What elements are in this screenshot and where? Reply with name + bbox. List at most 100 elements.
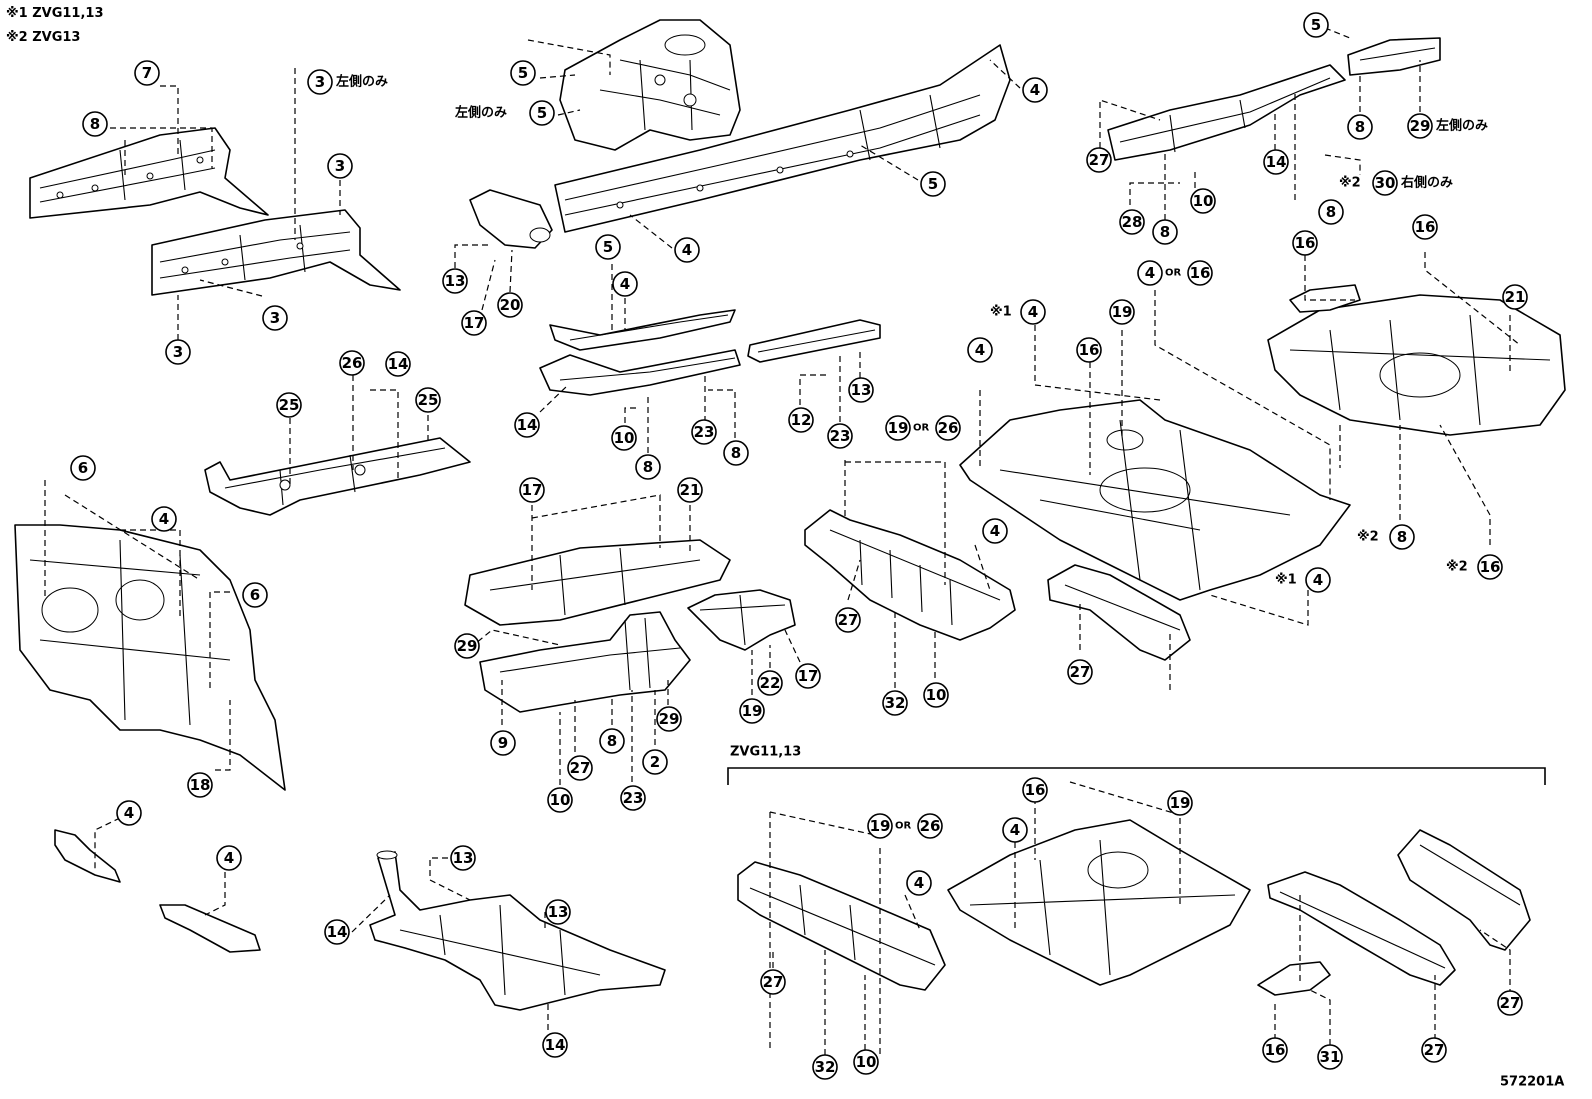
dash-panel-brace-right[interactable] xyxy=(159,904,261,953)
callout-number: 16 xyxy=(1415,218,1436,236)
callout-3: 3 xyxy=(262,305,288,331)
callout-number: 8 xyxy=(643,458,653,476)
front-crossmember-bracket[interactable] xyxy=(469,189,553,249)
callout-number: 3 xyxy=(315,73,325,91)
callout-16: 16 xyxy=(1292,230,1318,256)
callout-20: 20 xyxy=(497,292,523,318)
note-mark-1: ※1 xyxy=(990,305,1012,320)
callout-8: 8 xyxy=(599,728,625,754)
callout-29: 29 xyxy=(1407,113,1433,139)
callout-number: 25 xyxy=(279,396,300,414)
dash-panel-brace-left[interactable] xyxy=(54,829,121,883)
callout-number: 4 xyxy=(682,241,692,259)
callout-13: 13 xyxy=(848,377,874,403)
callout-5: 5 xyxy=(595,234,621,260)
note-or: OR xyxy=(895,821,912,832)
callout-number: 4 xyxy=(975,341,985,359)
callout-number: 16 xyxy=(1079,341,1100,359)
callout-14: 14 xyxy=(542,1032,568,1058)
dash-panel[interactable] xyxy=(14,524,286,791)
callout-number: 17 xyxy=(522,481,543,499)
callout-number: 4 xyxy=(124,804,134,822)
callout-23: 23 xyxy=(691,419,717,445)
callout-number: 27 xyxy=(1424,1041,1445,1059)
front-suspension-tower[interactable] xyxy=(559,19,741,151)
inset-rear-floor-crossmember[interactable] xyxy=(737,861,946,991)
callout-19: 19 xyxy=(1167,790,1193,816)
callout-14: 14 xyxy=(385,351,411,377)
front-apron-upper-member[interactable] xyxy=(29,127,269,219)
callout-8: 8 xyxy=(1347,114,1373,140)
callout-number: 23 xyxy=(830,427,851,445)
rear-floor-side-member[interactable] xyxy=(687,589,796,651)
note-mark-2: ※2 xyxy=(1446,560,1468,575)
callout-number: 13 xyxy=(851,381,872,399)
callout-number: 8 xyxy=(1160,223,1170,241)
callout-16: 16 xyxy=(1022,777,1048,803)
callout-28: 28 xyxy=(1119,209,1145,235)
inset-center-floor-panel[interactable] xyxy=(947,819,1251,986)
rear-floor-panel[interactable] xyxy=(1267,294,1566,436)
callout-number: 17 xyxy=(464,314,485,332)
callout-16: 16 xyxy=(1477,554,1503,580)
callout-26: 26 xyxy=(935,415,961,441)
note-left-only: 左側のみ xyxy=(455,105,507,121)
callout-number: 23 xyxy=(694,423,715,441)
callout-numbers: 7 8 3 左側のみ 3 3 3 5 左側のみ 5 4 5 4 13 17 20… xyxy=(70,12,1528,1080)
callout-number: 32 xyxy=(815,1058,836,1076)
rear-member-extension[interactable] xyxy=(1347,37,1441,76)
illustration-id: 572201A xyxy=(1500,1075,1564,1090)
inset-rear-side-rail[interactable] xyxy=(1267,871,1456,986)
front-side-member-long[interactable] xyxy=(554,44,1011,233)
callout-19: 19 xyxy=(867,813,893,839)
callout-17: 17 xyxy=(795,663,821,689)
callout-27: 27 xyxy=(1497,990,1523,1016)
front-side-member[interactable] xyxy=(151,209,401,296)
callout-13: 13 xyxy=(450,845,476,871)
callout-number: 4 xyxy=(1010,821,1020,839)
note-or: OR xyxy=(1165,268,1182,279)
callout-number: 19 xyxy=(742,702,763,720)
callout-10: 10 xyxy=(611,425,637,451)
callout-8: 8 xyxy=(1389,524,1415,550)
leader-lines xyxy=(44,27,1521,1055)
callout-number: 27 xyxy=(1070,663,1091,681)
callout-3: 3 xyxy=(327,153,353,179)
inset-rear-side-member[interactable] xyxy=(1397,829,1531,951)
floor-side-panel[interactable] xyxy=(204,437,471,516)
front-floor-crossmember[interactable] xyxy=(479,611,691,713)
callout-number: 4 xyxy=(159,510,169,528)
callout-29: 29 xyxy=(656,706,682,732)
center-floor-panel[interactable] xyxy=(959,399,1351,601)
callout-4: 4 xyxy=(982,518,1008,544)
inset-rear-bracket[interactable] xyxy=(1257,961,1331,996)
floor-crossmember-small[interactable] xyxy=(747,319,881,363)
note-left-only: 左側のみ xyxy=(336,74,388,90)
rocker-inner-front[interactable] xyxy=(549,309,736,351)
callout-29: 29 xyxy=(454,633,480,659)
front-floor-panel[interactable] xyxy=(464,539,731,626)
callout-number: 19 xyxy=(1112,303,1133,321)
rear-floor-extension[interactable] xyxy=(1289,284,1361,313)
rear-floor-crossmember[interactable] xyxy=(804,509,1016,641)
legend-zvg13: ※2 ZVG13 xyxy=(6,30,80,46)
rear-floor-side-member-upper[interactable] xyxy=(1107,64,1346,161)
callout-number: 29 xyxy=(659,710,680,728)
callout-13: 13 xyxy=(545,899,571,925)
callout-8: 8 xyxy=(82,111,108,137)
front-suspension-crossmember[interactable] xyxy=(369,850,666,1011)
callout-5: 5 xyxy=(1303,12,1329,38)
callout-27: 27 xyxy=(1086,147,1112,173)
callout-8: 8 xyxy=(1318,199,1344,225)
callout-16: 16 xyxy=(1262,1037,1288,1063)
callout-number: 5 xyxy=(1311,16,1321,34)
callout-number: 8 xyxy=(731,444,741,462)
note-mark-2: ※2 xyxy=(1357,530,1379,545)
callout-number: 14 xyxy=(545,1036,566,1054)
callout-number: 21 xyxy=(1505,288,1526,306)
legend-mark-1: ※1 xyxy=(6,6,28,21)
rear-floor-side-rail[interactable] xyxy=(1047,564,1191,661)
rocker-inner-rear[interactable] xyxy=(539,349,741,396)
callout-2: 2 xyxy=(642,749,668,775)
